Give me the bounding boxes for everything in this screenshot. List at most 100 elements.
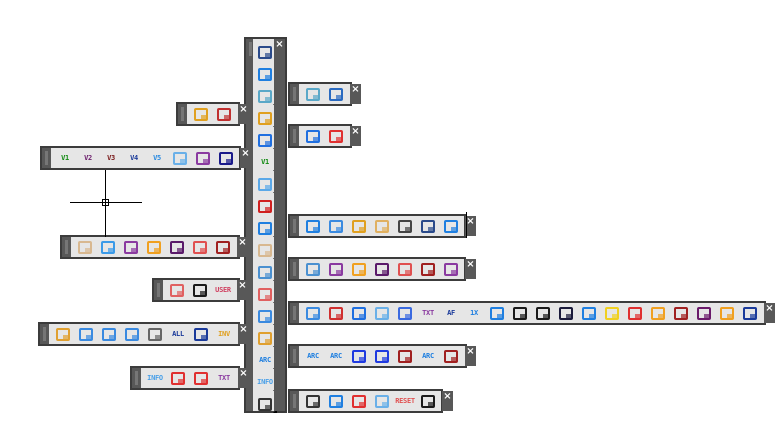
tape-measure-button[interactable]: [255, 109, 277, 127]
hide-button[interactable]: [145, 325, 165, 343]
section-copy-button[interactable]: [326, 304, 346, 322]
paint-bucket-button[interactable]: [190, 281, 210, 299]
elevation-marker-red-button[interactable]: [326, 127, 346, 145]
move-right-button[interactable]: [190, 238, 210, 256]
corner-button[interactable]: [372, 304, 392, 322]
brick-help-button[interactable]: [255, 285, 277, 303]
pattern-fill-button[interactable]: [255, 241, 277, 259]
eraser-button[interactable]: [326, 260, 346, 278]
info-button[interactable]: INFO: [255, 373, 277, 391]
person-link-button[interactable]: [76, 325, 96, 343]
plug-lightning-button[interactable]: [441, 217, 461, 235]
close-icon[interactable]: ×: [238, 237, 247, 248]
arc-rotate-button[interactable]: ARC: [418, 347, 438, 365]
toolbar-grip-handle[interactable]: [62, 237, 71, 257]
move-down-button[interactable]: [167, 238, 187, 256]
pin-button[interactable]: [170, 149, 190, 167]
toolbar-grip-handle[interactable]: [246, 39, 253, 411]
display-order-lightning-button[interactable]: [418, 217, 438, 235]
selection-grid-button[interactable]: [214, 105, 234, 123]
close-icon[interactable]: ×: [351, 126, 360, 137]
stacked-lines-button[interactable]: [303, 260, 323, 278]
section-move-button[interactable]: [303, 304, 323, 322]
window-arrow-button[interactable]: [625, 304, 645, 322]
frame-erase-button[interactable]: [441, 260, 461, 278]
window-lightning-button[interactable]: [648, 304, 668, 322]
view-v5-button[interactable]: V5: [147, 149, 167, 167]
toolbar-grip-handle[interactable]: [290, 126, 299, 146]
text-table-button[interactable]: TXT: [214, 369, 234, 387]
first-aid-button[interactable]: [349, 392, 369, 410]
crystal-ball-button[interactable]: [255, 87, 277, 105]
export-table-button[interactable]: [168, 369, 188, 387]
view-v1-button[interactable]: V1: [255, 153, 277, 171]
move-down-button[interactable]: [372, 260, 392, 278]
close-icon[interactable]: ×: [466, 346, 475, 357]
rubik-cube-button[interactable]: [255, 395, 277, 413]
close-icon[interactable]: ×: [443, 391, 452, 402]
close-icon[interactable]: ×: [238, 280, 247, 291]
reset-button[interactable]: RESET: [395, 392, 415, 410]
add-segment-button[interactable]: [349, 304, 369, 322]
crosshair-button[interactable]: [372, 392, 392, 410]
close-icon[interactable]: ×: [239, 324, 248, 335]
window-copy-button[interactable]: [694, 304, 714, 322]
arc-copy-button[interactable]: [395, 347, 415, 365]
insert-point-button[interactable]: [255, 219, 277, 237]
rotate-button[interactable]: [487, 304, 507, 322]
print-edit-button[interactable]: [418, 392, 438, 410]
pattern-fill-button[interactable]: [75, 238, 95, 256]
toolbar-grip-handle[interactable]: [290, 216, 299, 236]
monitor-arrows-button[interactable]: [326, 85, 346, 103]
user-button[interactable]: USER: [213, 281, 233, 299]
valve-light-button[interactable]: [372, 217, 392, 235]
elevation-marker-button[interactable]: [255, 131, 277, 149]
arc-elevation-button[interactable]: ARC: [255, 351, 277, 369]
rubik-cube-button[interactable]: [303, 392, 323, 410]
eye-all-button[interactable]: ALL: [168, 325, 188, 343]
thaw-button[interactable]: [602, 304, 622, 322]
tag-button[interactable]: [395, 217, 415, 235]
arc-stack-alt-button[interactable]: [372, 347, 392, 365]
toolbar-grip-handle[interactable]: [154, 280, 163, 300]
cut-button[interactable]: [556, 304, 576, 322]
stacked-lines-button[interactable]: [255, 263, 277, 281]
close-icon[interactable]: ×: [466, 216, 475, 227]
lock-button[interactable]: [510, 304, 530, 322]
display-order-button[interactable]: [255, 43, 275, 61]
eraser-button[interactable]: [121, 238, 141, 256]
brick-help-button[interactable]: [167, 281, 187, 299]
tape-measure-button[interactable]: [191, 105, 211, 123]
close-icon[interactable]: ×: [466, 259, 475, 270]
toolbar-grip-handle[interactable]: [290, 259, 299, 279]
layers-copy-button[interactable]: [53, 325, 73, 343]
view-v3-button[interactable]: V3: [101, 149, 121, 167]
checkbox-button[interactable]: [326, 392, 346, 410]
block-number-button[interactable]: [740, 304, 760, 322]
close-icon[interactable]: ×: [351, 84, 360, 95]
arc-stack-button[interactable]: [349, 347, 369, 365]
close-icon[interactable]: ×: [241, 148, 250, 159]
block-connect-button[interactable]: [326, 217, 346, 235]
toolbar-grip-handle[interactable]: [178, 104, 187, 124]
toolbar-grip-handle[interactable]: [290, 84, 299, 104]
info-button[interactable]: INFO: [145, 369, 165, 387]
valve-button[interactable]: [349, 217, 369, 235]
arc-point-button[interactable]: ARC: [326, 347, 346, 365]
arc-erase-button[interactable]: [441, 347, 461, 365]
toolbar-grip-handle[interactable]: [132, 368, 141, 388]
grid-table-button[interactable]: [395, 304, 415, 322]
section-move-button[interactable]: [255, 307, 277, 325]
toolbar-grip-handle[interactable]: [40, 324, 49, 344]
close-icon[interactable]: ×: [765, 303, 774, 314]
insert-point-button[interactable]: [303, 217, 323, 235]
eye-invert-button[interactable]: INV: [214, 325, 234, 343]
close-icon[interactable]: ×: [275, 39, 284, 50]
stack-erase-button[interactable]: [213, 238, 233, 256]
toolbar-grip-handle[interactable]: [290, 391, 299, 411]
person-move-button[interactable]: [99, 325, 119, 343]
move-right-button[interactable]: [395, 260, 415, 278]
eye-button[interactable]: [191, 325, 211, 343]
lightning-split-button[interactable]: [349, 260, 369, 278]
